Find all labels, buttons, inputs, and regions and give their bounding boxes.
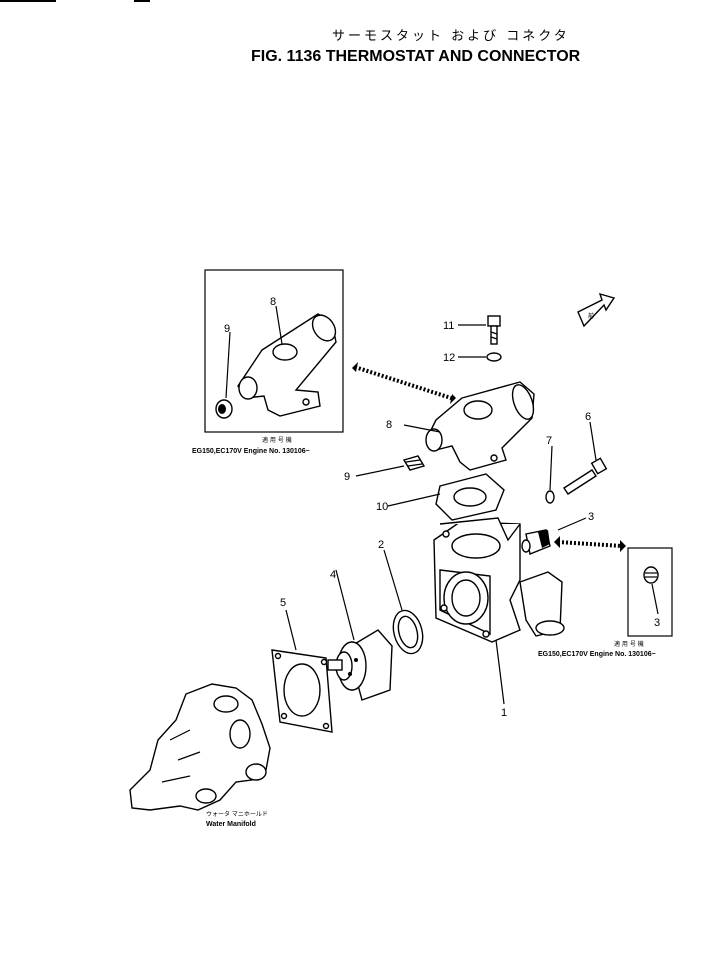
washer-7 — [545, 490, 555, 504]
callout-3-inset: 3 — [654, 617, 660, 629]
callout-6: 6 — [585, 411, 591, 423]
interchange-arrow-right — [554, 536, 626, 552]
right-inset-note-en: EG150,EC170V Engine No. 130106~ — [538, 651, 656, 658]
callout-1: 1 — [501, 707, 507, 719]
svg-text:前: 前 — [588, 312, 594, 320]
washer-12 — [486, 352, 502, 362]
callout-5: 5 — [280, 597, 286, 609]
interchange-arrow-left — [352, 362, 456, 404]
thermostat-4 — [327, 629, 393, 701]
callout-3: 3 — [588, 511, 594, 523]
gasket-5 — [271, 649, 333, 733]
bolt-6 — [563, 457, 608, 495]
title-japanese: サーモスタット および コネクタ — [332, 29, 570, 44]
callout-9-inset: 9 — [224, 323, 230, 335]
gasket-10 — [435, 473, 505, 521]
front-direction-marker: 前 — [577, 292, 616, 328]
inset-plug-9 — [215, 399, 233, 419]
left-inset-note-jp: 適 用 号 機 — [262, 436, 292, 444]
connector-8 — [425, 381, 535, 471]
elbow-fitting-3 — [521, 529, 551, 555]
callout-9: 9 — [344, 471, 350, 483]
right-inset-box: 3 — [627, 547, 673, 637]
inset-connector-8 — [237, 313, 337, 417]
manifold-label-jp: ウォータ マニホールド — [206, 810, 268, 818]
inset-plug-3 — [643, 566, 659, 584]
left-inset-note-en: EG150,EC170V Engine No. 130106~ — [192, 448, 310, 455]
callout-2: 2 — [378, 539, 384, 551]
figure-title: FIG. 1136 THERMOSTAT AND CONNECTOR — [251, 48, 581, 65]
manifold-label-en: Water Manifold — [206, 821, 256, 828]
seal-ring-2 — [392, 609, 424, 655]
callout-12: 12 — [443, 352, 455, 364]
callout-4: 4 — [330, 569, 336, 581]
water-manifold — [129, 683, 271, 811]
callout-7: 7 — [546, 435, 552, 447]
left-inset-box: 8 9 — [204, 269, 344, 433]
callout-8-inset: 8 — [270, 296, 276, 308]
callout-11: 11 — [443, 320, 454, 332]
right-inset-note-jp: 適 用 号 機 — [614, 640, 644, 648]
callout-8: 8 — [386, 419, 392, 431]
callout-10: 10 — [376, 501, 388, 513]
plug-9 — [402, 455, 426, 471]
bolt-11 — [487, 315, 501, 345]
thermostat-housing-1 — [433, 517, 565, 643]
